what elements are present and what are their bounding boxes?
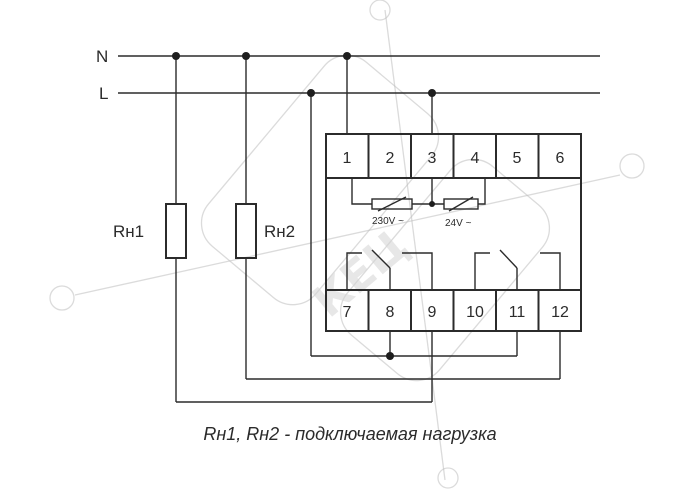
terminal-7: 7 — [343, 304, 352, 321]
watermark-circle-right — [619, 153, 645, 179]
terminal-2: 2 — [386, 150, 395, 167]
contact-11-blade — [499, 249, 518, 269]
supply-230v-slash — [377, 196, 407, 212]
junction-dot — [307, 89, 315, 97]
neutral-label: N — [96, 47, 108, 66]
terminal-3: 3 — [428, 150, 437, 167]
watermark-frame — [200, 54, 440, 306]
junction-dot — [429, 201, 435, 207]
contact-9-wire — [402, 252, 433, 290]
terminal-12: 12 — [551, 304, 569, 321]
load1-resistor — [165, 203, 187, 259]
terminal-8: 8 — [386, 304, 395, 321]
watermark-frame-2 — [339, 158, 551, 382]
supply-wire-2 — [478, 178, 486, 205]
contact-10-wire — [474, 252, 490, 290]
supply-circuit: 230V ~ 24V ~ — [351, 178, 486, 229]
junction-dot — [428, 89, 436, 97]
live-label: L — [99, 84, 108, 103]
load1-label: Rн1 — [113, 222, 144, 241]
supply-24v-label: 24V ~ — [445, 218, 472, 229]
terminal-1: 1 — [343, 150, 352, 167]
contact-8-blade — [371, 249, 391, 269]
watermark-circle-top — [369, 0, 391, 21]
watermark-circle-left — [49, 285, 75, 311]
watermark-line-2 — [384, 9, 446, 481]
watermark-text: КЕЦ — [303, 220, 418, 328]
contact-12-wire — [540, 252, 561, 290]
diagram-caption: Rн1, Rн2 - подключаемая нагрузка — [203, 424, 497, 444]
terminal-6: 6 — [556, 150, 565, 167]
relay-contacts-1 — [346, 249, 433, 290]
junction-dot — [386, 352, 394, 360]
watermark-line — [74, 174, 621, 296]
watermark-circle-bottom — [437, 467, 459, 489]
load2-resistor — [235, 203, 257, 259]
terminal-10: 10 — [466, 304, 484, 321]
terminal-11: 11 — [509, 304, 526, 321]
terminal-5: 5 — [513, 150, 522, 167]
contact-7-wire — [346, 252, 362, 290]
supply-24v-slash — [448, 196, 474, 212]
load2-label: Rн2 — [264, 222, 295, 241]
junction-dot — [343, 52, 351, 60]
junction-dot — [172, 52, 180, 60]
junction-dot — [242, 52, 250, 60]
supply-230v-label: 230V ~ — [372, 216, 404, 227]
terminal-9: 9 — [428, 304, 437, 321]
supply-wire-1 — [351, 178, 372, 205]
terminal-4: 4 — [471, 150, 480, 167]
relay-contacts-2 — [474, 249, 561, 290]
